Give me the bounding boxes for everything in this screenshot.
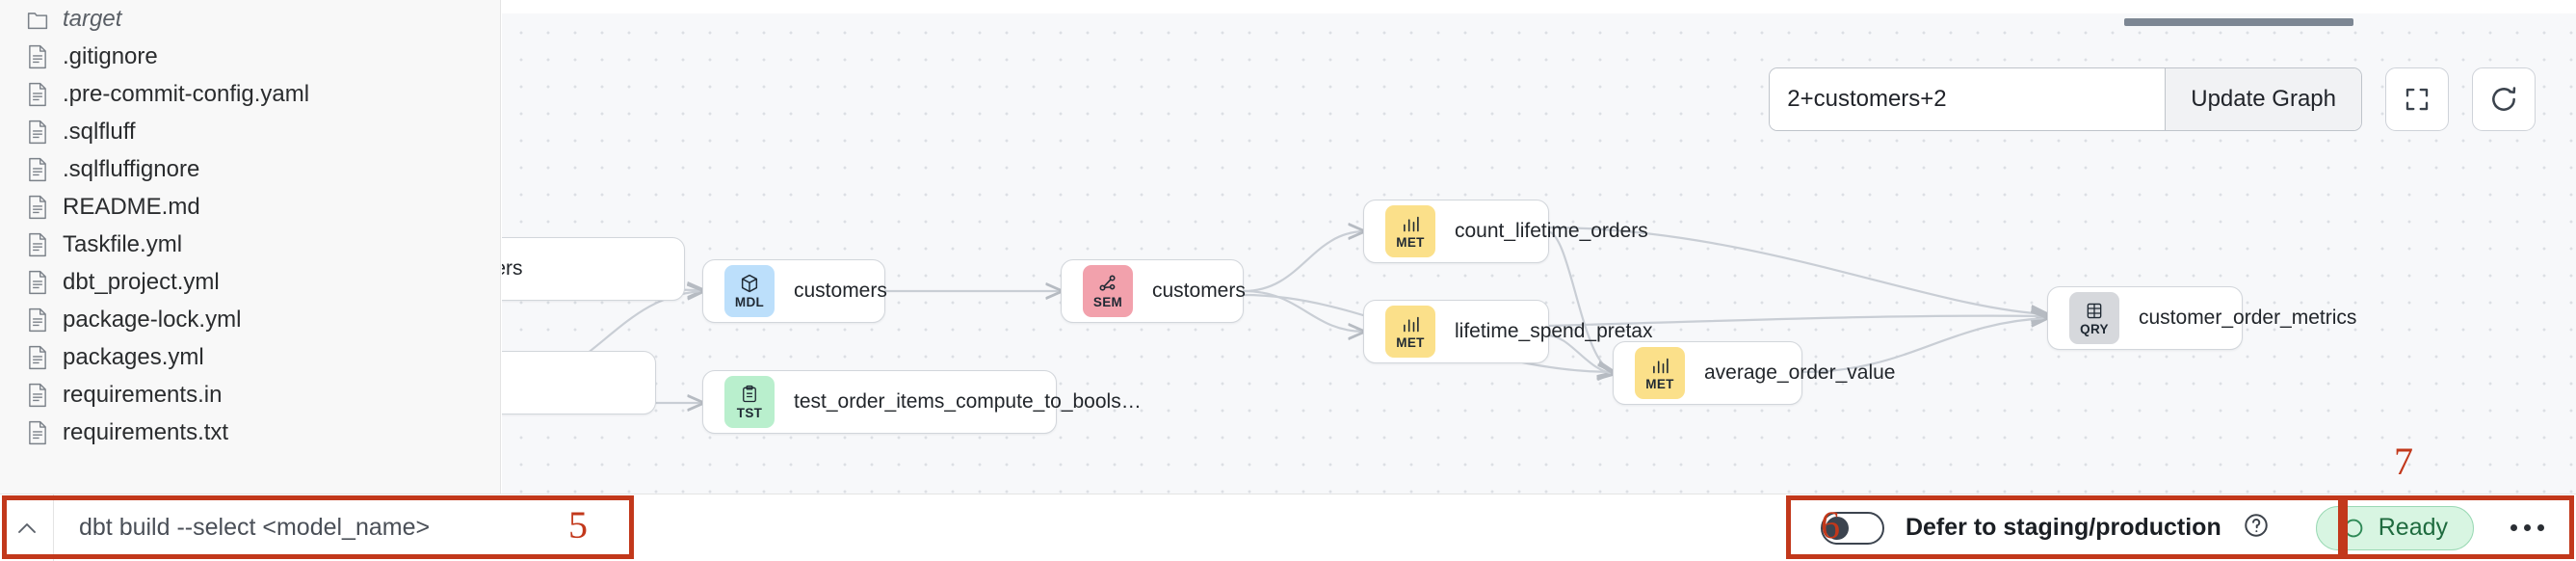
file-label: requirements.txt [63, 418, 229, 445]
graph-node-label: stg_customers [502, 257, 523, 280]
file-row[interactable]: package-lock.yml [0, 301, 500, 338]
defer-label: Defer to staging/production [1905, 514, 2221, 541]
fullscreen-icon[interactable] [2385, 67, 2449, 131]
badge-code: SEM [1092, 295, 1123, 309]
status-bar-right: Defer to staging/production Ready [1788, 494, 2576, 561]
graph-search-input[interactable] [1770, 68, 2166, 130]
met-badge-icon: MET [1385, 306, 1435, 358]
command-input[interactable] [54, 494, 636, 561]
active-tab-indicator [2124, 18, 2353, 26]
file-icon [27, 82, 48, 107]
status-label: Ready [2378, 514, 2448, 541]
file-label: README.md [63, 193, 200, 220]
file-label: packages.yml [63, 343, 204, 370]
file-label: package-lock.yml [63, 306, 242, 333]
file-icon [27, 120, 48, 145]
graph-node-stg_customers[interactable]: MDLstg_customers [502, 237, 685, 301]
badge-code: TST [736, 406, 763, 420]
file-row[interactable]: dbt_project.yml [0, 263, 500, 301]
defer-toggle[interactable] [1820, 511, 1884, 545]
file-label: .sqlfluffignore [63, 155, 200, 182]
file-label: dbt_project.yml [63, 268, 220, 295]
ellipsis-icon[interactable] [2495, 500, 2559, 556]
status-badge[interactable]: Ready [2315, 505, 2474, 550]
file-row[interactable]: packages.yml [0, 338, 500, 376]
graph-node-customers_semantic[interactable]: SEM customers [1061, 259, 1246, 323]
file-icon [27, 195, 48, 220]
graph-search-group[interactable]: Update Graph [1769, 67, 2362, 131]
graph-node-average_order_value[interactable]: MET average_order_value [1613, 341, 1895, 405]
file-icon [27, 420, 48, 445]
file-row[interactable]: .sqlfluff [0, 113, 500, 150]
file-row[interactable]: target [0, 0, 500, 38]
file-row[interactable]: requirements.txt [0, 414, 500, 451]
badge-code: MET [1396, 334, 1425, 350]
graph-node-label: count_lifetime_orders [1455, 220, 1648, 242]
graph-node-label: lifetime_spend_pretax [1455, 320, 1653, 342]
graph-toolbar: Update Graph [1769, 67, 2536, 131]
graph-node-test_order_items_compute_to_bools[interactable]: TST test_order_items_compute_to_bools… [702, 370, 1142, 434]
file-icon [27, 157, 48, 182]
sem-badge-icon: SEM [1083, 265, 1133, 317]
ellipsis-dots [2510, 524, 2544, 531]
met-badge-icon: MET [1635, 347, 1685, 399]
question-circle-icon[interactable] [2243, 512, 2270, 544]
badge-code: MET [1396, 234, 1425, 250]
graph-node-label: customers [794, 280, 887, 302]
file-explorer-pane[interactable]: target .gitignore .pre-commit-config.yaml.… [0, 0, 501, 494]
file-label: target [63, 5, 122, 32]
file-icon [27, 270, 48, 295]
badge-code: QRY [2080, 321, 2109, 336]
file-row[interactable]: .sqlfluffignore [0, 150, 500, 188]
file-label: .pre-commit-config.yaml [63, 80, 310, 107]
tst-badge-icon: TST [724, 376, 775, 428]
file-list: target .gitignore .pre-commit-config.yaml.… [0, 0, 500, 451]
file-row[interactable]: .gitignore [0, 38, 500, 75]
chevron-up-icon[interactable] [0, 494, 54, 561]
status-bar: Defer to staging/production Ready [0, 494, 2576, 561]
file-row[interactable]: Taskfile.yml [0, 226, 500, 263]
file-icon [27, 44, 48, 69]
defer-toggle-knob [1825, 516, 1849, 540]
qry-badge-icon: QRY [2069, 292, 2119, 344]
command-bar[interactable] [0, 494, 636, 561]
update-graph-button[interactable]: Update Graph [2165, 68, 2361, 130]
defer-group: Defer to staging/production [1788, 494, 2291, 561]
file-icon [27, 232, 48, 257]
folder-icon [27, 7, 48, 32]
badge-code: MDL [734, 295, 765, 309]
file-icon [27, 383, 48, 408]
graph-node-lifetime_spend_pretax[interactable]: MET lifetime_spend_pretax [1363, 300, 1652, 363]
file-label: Taskfile.yml [63, 230, 183, 257]
badge-code: MET [1645, 376, 1674, 391]
file-row[interactable]: requirements.in [0, 376, 500, 414]
file-label: requirements.in [63, 381, 223, 408]
graph-node-label: test_order_items_compute_to_bools… [794, 390, 1142, 413]
status-circle-icon [2344, 519, 2363, 537]
graph-node-stg_orders[interactable]: MDLorders [502, 351, 656, 414]
file-icon [27, 345, 48, 370]
lineage-graph-canvas[interactable]: MDLstg_customersMDLorders MDL customersTST… [502, 13, 2576, 494]
graph-node-label: customer_order_metrics [2139, 307, 2357, 329]
refresh-icon[interactable] [2472, 67, 2536, 131]
graph-node-label: average_order_value [1704, 361, 1896, 384]
mdl-badge-icon: MDL [724, 265, 775, 317]
file-row[interactable]: .pre-commit-config.yaml [0, 75, 500, 113]
file-row[interactable]: README.md [0, 188, 500, 226]
met-badge-icon: MET [1385, 205, 1435, 257]
graph-node-customer_order_metrics[interactable]: QRY customer_order_metrics [2047, 286, 2356, 350]
file-label: .gitignore [63, 42, 158, 69]
graph-node-label: customers [1152, 280, 1246, 302]
file-label: .sqlfluff [63, 118, 136, 145]
graph-node-count_lifetime_orders[interactable]: MET count_lifetime_orders [1363, 200, 1648, 263]
file-icon [27, 307, 48, 333]
graph-node-customers_model[interactable]: MDL customers [702, 259, 887, 323]
